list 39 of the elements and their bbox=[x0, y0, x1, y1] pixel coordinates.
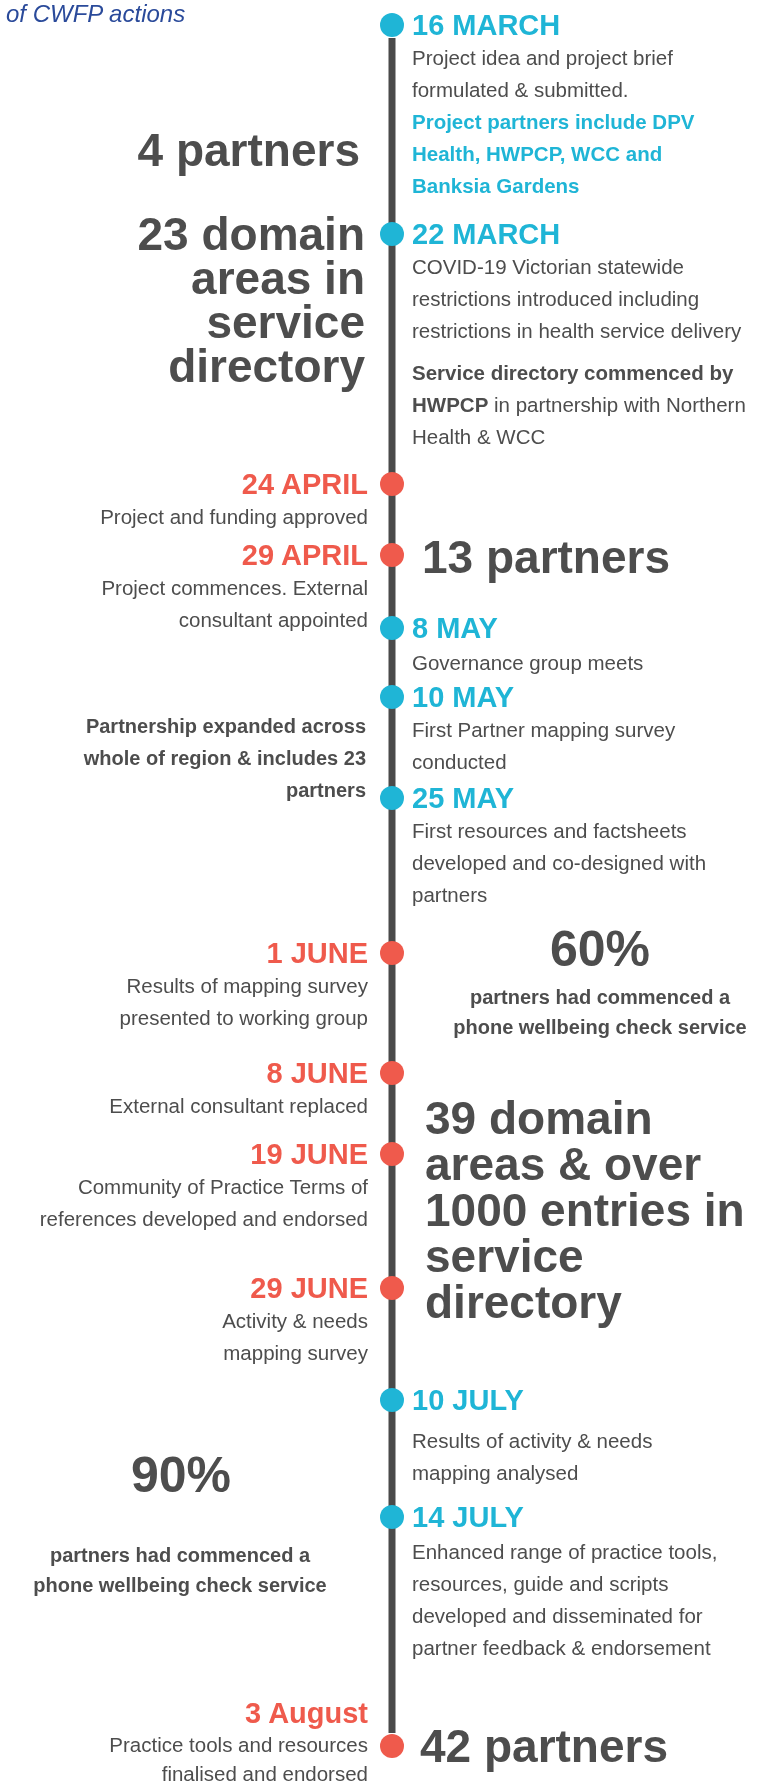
event-description: COVID-19 Victorian statewide restrictions introduced including restrictions in health service delivery bbox=[412, 254, 743, 344]
event-date: 10 JULY bbox=[412, 1383, 525, 1417]
event-description: Results of mapping survey presented to working group bbox=[118, 973, 368, 1031]
statistic-text: 90% bbox=[129, 1448, 233, 1502]
event-description: Results of activity & needs mapping analysed bbox=[412, 1428, 654, 1486]
event-date: 25 MAY bbox=[412, 781, 516, 815]
event-description: Governance group meets bbox=[412, 650, 645, 676]
event-date: 10 MAY bbox=[412, 680, 516, 714]
statistic-text: Partnership expanded across whole of region & includes 23 partners bbox=[82, 714, 366, 803]
event-date: 8 MAY bbox=[412, 611, 499, 645]
statistic-text: 42 partners bbox=[420, 1720, 669, 1772]
event-description: Enhanced range of practice tools, resources, guide and scripts developed and disseminated for partner feedback & endorsement bbox=[412, 1539, 719, 1661]
event-description: Community of Practice Terms of references developed and endorsed bbox=[38, 1174, 368, 1232]
statistic-text: 60% bbox=[548, 922, 652, 976]
event-date: 29 APRIL bbox=[240, 538, 368, 572]
event-description: Project commences. External consultant appointed bbox=[100, 575, 368, 633]
statistic-text: partners had commenced a phone wellbeing check service bbox=[452, 985, 748, 1040]
statistic-text: 4 partners bbox=[136, 124, 360, 176]
event-date: 8 JUNE bbox=[265, 1056, 368, 1090]
statistic-text: partners had commenced a phone wellbeing check service bbox=[32, 1543, 328, 1598]
event-date: 22 MARCH bbox=[412, 217, 562, 251]
event-date: 29 JUNE bbox=[249, 1271, 368, 1305]
event-description: Project and funding approved bbox=[99, 504, 368, 530]
event-description: Project idea and project brief formulated & submitted. bbox=[412, 45, 674, 103]
event-description: Activity & needs mapping survey bbox=[221, 1308, 368, 1366]
event-date: 19 JUNE bbox=[249, 1137, 368, 1171]
event-date: 14 JULY bbox=[412, 1500, 525, 1534]
event-description: Practice tools and resources finalised and endorsed bbox=[108, 1732, 368, 1787]
event-description: External consultant replaced bbox=[108, 1093, 368, 1119]
event-description: Project partners include DPV Health, HWPCP, WCC and Banksia Gardens bbox=[412, 109, 696, 199]
event-description: First Partner mapping survey conducted bbox=[412, 717, 677, 775]
event-description: First resources and factsheets developed and co-designed with partners bbox=[412, 818, 708, 908]
event-date: 3 August bbox=[244, 1696, 368, 1730]
event-date: 24 APRIL bbox=[240, 467, 368, 501]
event-date: 1 JUNE bbox=[265, 936, 368, 970]
statistic-text: 13 partners bbox=[422, 531, 671, 583]
event-description: Service directory commenced by HWPCP in partnership with Northern Health & WCC bbox=[412, 360, 747, 450]
event-date: 16 MARCH bbox=[412, 8, 562, 42]
page-title: of CWFP actions bbox=[6, 0, 186, 28]
